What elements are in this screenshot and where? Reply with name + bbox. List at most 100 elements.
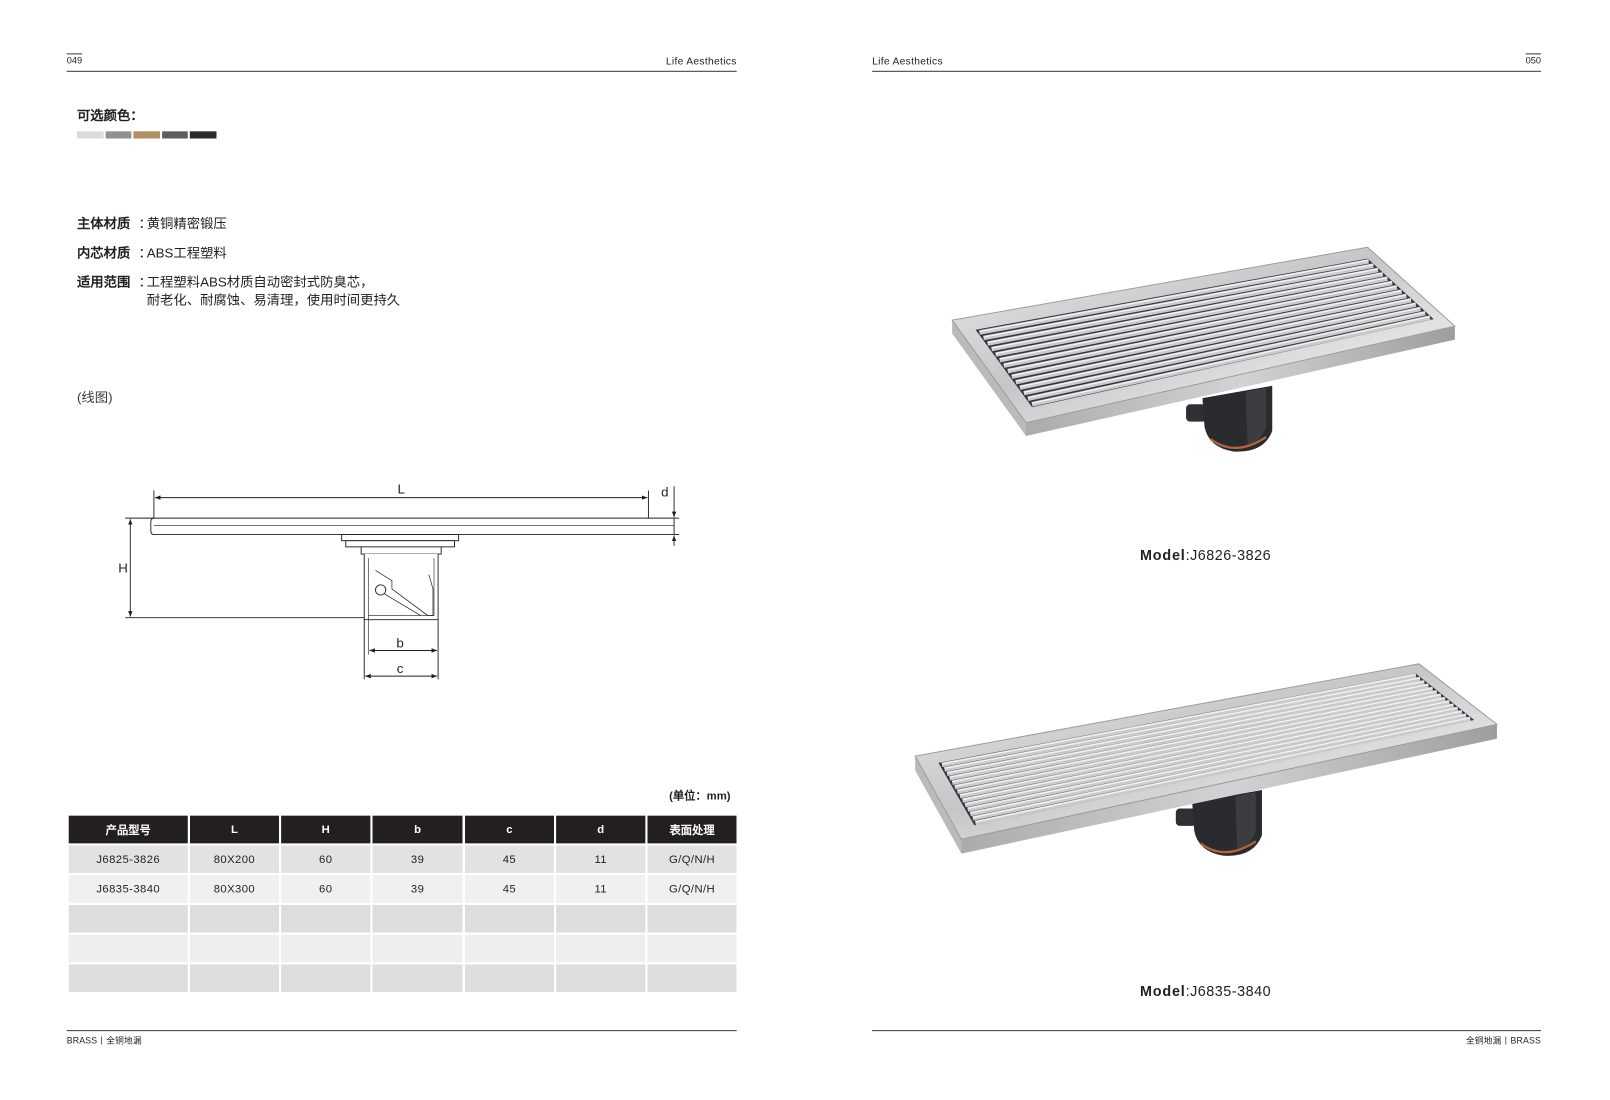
grate-bar-highlight <box>1011 294 1407 377</box>
spec-value: 工程塑料ABS材质自动密封式防臭芯， <box>146 273 374 290</box>
flange-lip <box>345 540 455 548</box>
dimension-label-d: d <box>661 485 668 500</box>
grate-bar <box>941 673 1417 768</box>
table-cell <box>66 962 190 995</box>
dimension-label-b: b <box>396 635 403 650</box>
grate-bar <box>962 700 1450 803</box>
grate-bar <box>1011 293 1407 379</box>
grate-bar <box>959 696 1446 799</box>
dimension-label-c: c <box>397 661 404 676</box>
spec-label: 主体材质 <box>76 215 131 231</box>
grate-bar <box>956 693 1442 794</box>
column-header: c <box>462 813 557 846</box>
column-header: L <box>187 813 282 846</box>
grate-bar <box>974 716 1471 826</box>
grate-bar <box>951 686 1434 785</box>
grate-bar-highlight <box>959 697 1446 796</box>
grate-bar <box>967 706 1459 812</box>
grate-bar-highlight <box>1003 285 1398 366</box>
grate-plate-outline <box>150 517 675 536</box>
table-cell: G/Q/N/H <box>645 873 739 905</box>
grate-bar-highlight <box>962 700 1450 801</box>
grate-bar-highlight <box>975 717 1471 823</box>
spec-value: 黄铜精密锻压 <box>146 215 227 231</box>
column-header: 表面处理 <box>645 813 739 846</box>
table-cell: 11 <box>554 843 648 876</box>
grate-bar-highlight <box>957 693 1442 792</box>
table-cell <box>462 902 557 935</box>
trap-seal-ring <box>1199 840 1257 854</box>
trap-hinge <box>375 584 387 596</box>
trap-seal-ring <box>1210 436 1267 449</box>
table-row <box>66 902 739 935</box>
dimension-drawing: L d H b c <box>118 482 680 680</box>
frame-end-face <box>952 320 1026 437</box>
grate-bar <box>946 680 1425 777</box>
color-swatch[interactable] <box>76 131 104 139</box>
grate-bar <box>972 713 1467 821</box>
grate-bar-highlight <box>987 268 1379 344</box>
dimension-label-L: L <box>397 482 404 497</box>
color-swatch[interactable] <box>105 131 132 139</box>
table-cell <box>66 932 190 965</box>
table-cell: 39 <box>370 843 465 876</box>
spec-label: 内芯材质 <box>76 245 131 261</box>
frame-front-face <box>1026 326 1455 437</box>
running-header-left: Life Aesthetics <box>665 56 737 68</box>
grate-bar-highlight <box>967 707 1458 810</box>
grate-bar <box>949 683 1429 781</box>
table-cell: 60 <box>279 873 373 905</box>
color-swatch[interactable] <box>190 131 217 139</box>
column-header: H <box>279 813 373 846</box>
grate-bar-highlight <box>954 690 1437 787</box>
table-cell: 45 <box>462 873 557 905</box>
table-cell <box>462 932 557 965</box>
model-code: :J6835-3840 <box>1185 982 1272 1000</box>
model-label: Model <box>1139 546 1186 564</box>
grate-bar-highlight <box>999 281 1393 360</box>
spec-core-material: 内芯材质：ABS工程塑料 <box>77 245 227 261</box>
table-cell: 45 <box>462 843 557 876</box>
trap-body <box>363 554 439 621</box>
grate-bar <box>944 676 1421 772</box>
footer-rule-left <box>66 1030 737 1032</box>
table-cell <box>462 962 557 995</box>
unit-note: (单位：mm) <box>669 790 731 803</box>
color-swatch[interactable] <box>161 131 189 139</box>
grate-bar-highlight <box>952 687 1433 783</box>
table-cell <box>187 932 282 965</box>
drain-photo-j6835 <box>914 663 1499 856</box>
grate-bar-highlight <box>949 683 1429 778</box>
header-rule-left <box>66 70 737 72</box>
table-cell: 11 <box>554 873 648 905</box>
grate-bar <box>979 259 1370 335</box>
column-header: b <box>370 813 465 846</box>
grate-bar-highlight <box>1007 289 1402 371</box>
color-swatch[interactable] <box>133 131 160 139</box>
trap-inner-wall <box>368 558 435 616</box>
grate-bar <box>1019 302 1417 390</box>
table-cell: 60 <box>279 843 373 876</box>
table-cell <box>554 902 648 935</box>
table-cell <box>645 902 739 935</box>
table-cell <box>370 902 465 935</box>
footer-left: BRASS丨全铜地漏 <box>66 1035 142 1046</box>
footer-right: 全铜地漏丨BRASS <box>1465 1035 1542 1046</box>
table-cell <box>554 962 648 995</box>
table-cell: J6825-3826 <box>66 843 190 876</box>
page-number-left: 049 <box>66 53 83 66</box>
table-cell <box>554 932 648 965</box>
running-header-right: Life Aesthetics <box>872 56 943 68</box>
trap-body <box>1175 790 1262 856</box>
spec-application: 适用范围：工程塑料ABS材质自动密封式防臭芯， <box>77 274 374 290</box>
dimension-label-H: H <box>118 561 128 576</box>
grate-bar-highlight <box>944 677 1421 769</box>
grate-bar <box>1015 298 1412 385</box>
grate-bar-highlight <box>995 276 1388 355</box>
grate-bar-highlight <box>972 713 1467 819</box>
spec-application-continued: 耐老化、耐腐蚀、易清理，使用时间更持久 <box>146 292 401 308</box>
